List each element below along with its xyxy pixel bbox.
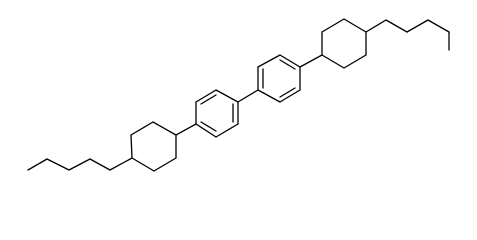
cyclohexyl-ring-right [321,18,367,69]
pentyl-chain-left [27,157,133,171]
pentyl-chain-right [365,19,450,51]
phenyl-ring-left [195,89,239,138]
biphenyl-bond [237,89,259,103]
phenyl-ring-right [257,54,301,103]
molecule-structure [27,18,450,172]
cyclohexyl-ring-left [130,121,177,172]
ring-link-bond-1 [175,123,197,136]
ring-link-bond-2 [299,54,323,68]
